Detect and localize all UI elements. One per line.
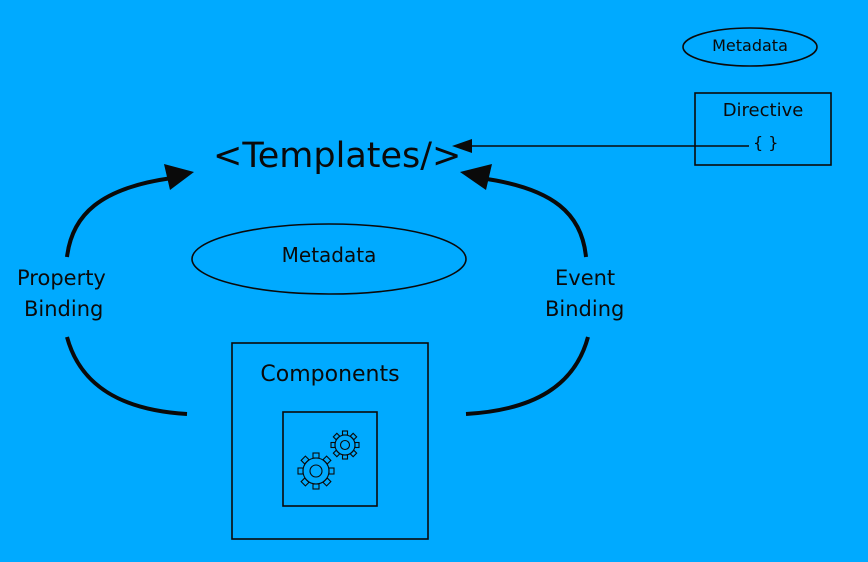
property-binding-arrowhead <box>164 164 194 190</box>
small-gear-icon <box>330 430 360 460</box>
event-binding-arc-upper <box>479 176 588 258</box>
event-binding-arc-lower <box>465 336 590 416</box>
property-binding-arc-lower <box>65 336 188 416</box>
metadata-top-label: Metadata <box>712 36 788 55</box>
property-binding-arc-upper <box>65 176 173 258</box>
large-gear-icon <box>297 452 335 490</box>
directive-brace-icon: { } <box>753 133 779 152</box>
property-binding-label-line1: Property <box>17 266 106 290</box>
event-binding-label-line2: Binding <box>545 297 625 321</box>
components-outer-box <box>231 342 429 540</box>
metadata-center-label: Metadata <box>281 243 377 267</box>
directive-connector-arrowhead <box>452 139 472 153</box>
components-inner-box <box>282 411 378 507</box>
event-binding-arrowhead <box>460 164 492 190</box>
event-binding-label-line1: Event <box>555 266 616 290</box>
components-label: Components <box>260 362 400 387</box>
metadata-center-ellipse <box>191 223 467 295</box>
directive-box <box>694 92 832 166</box>
property-binding-label-line2: Binding <box>24 297 104 321</box>
metadata-top-ellipse <box>682 27 818 67</box>
templates-label: <Templates/> <box>213 136 462 176</box>
directive-title: Directive <box>722 100 804 121</box>
gears-icon <box>297 430 360 490</box>
